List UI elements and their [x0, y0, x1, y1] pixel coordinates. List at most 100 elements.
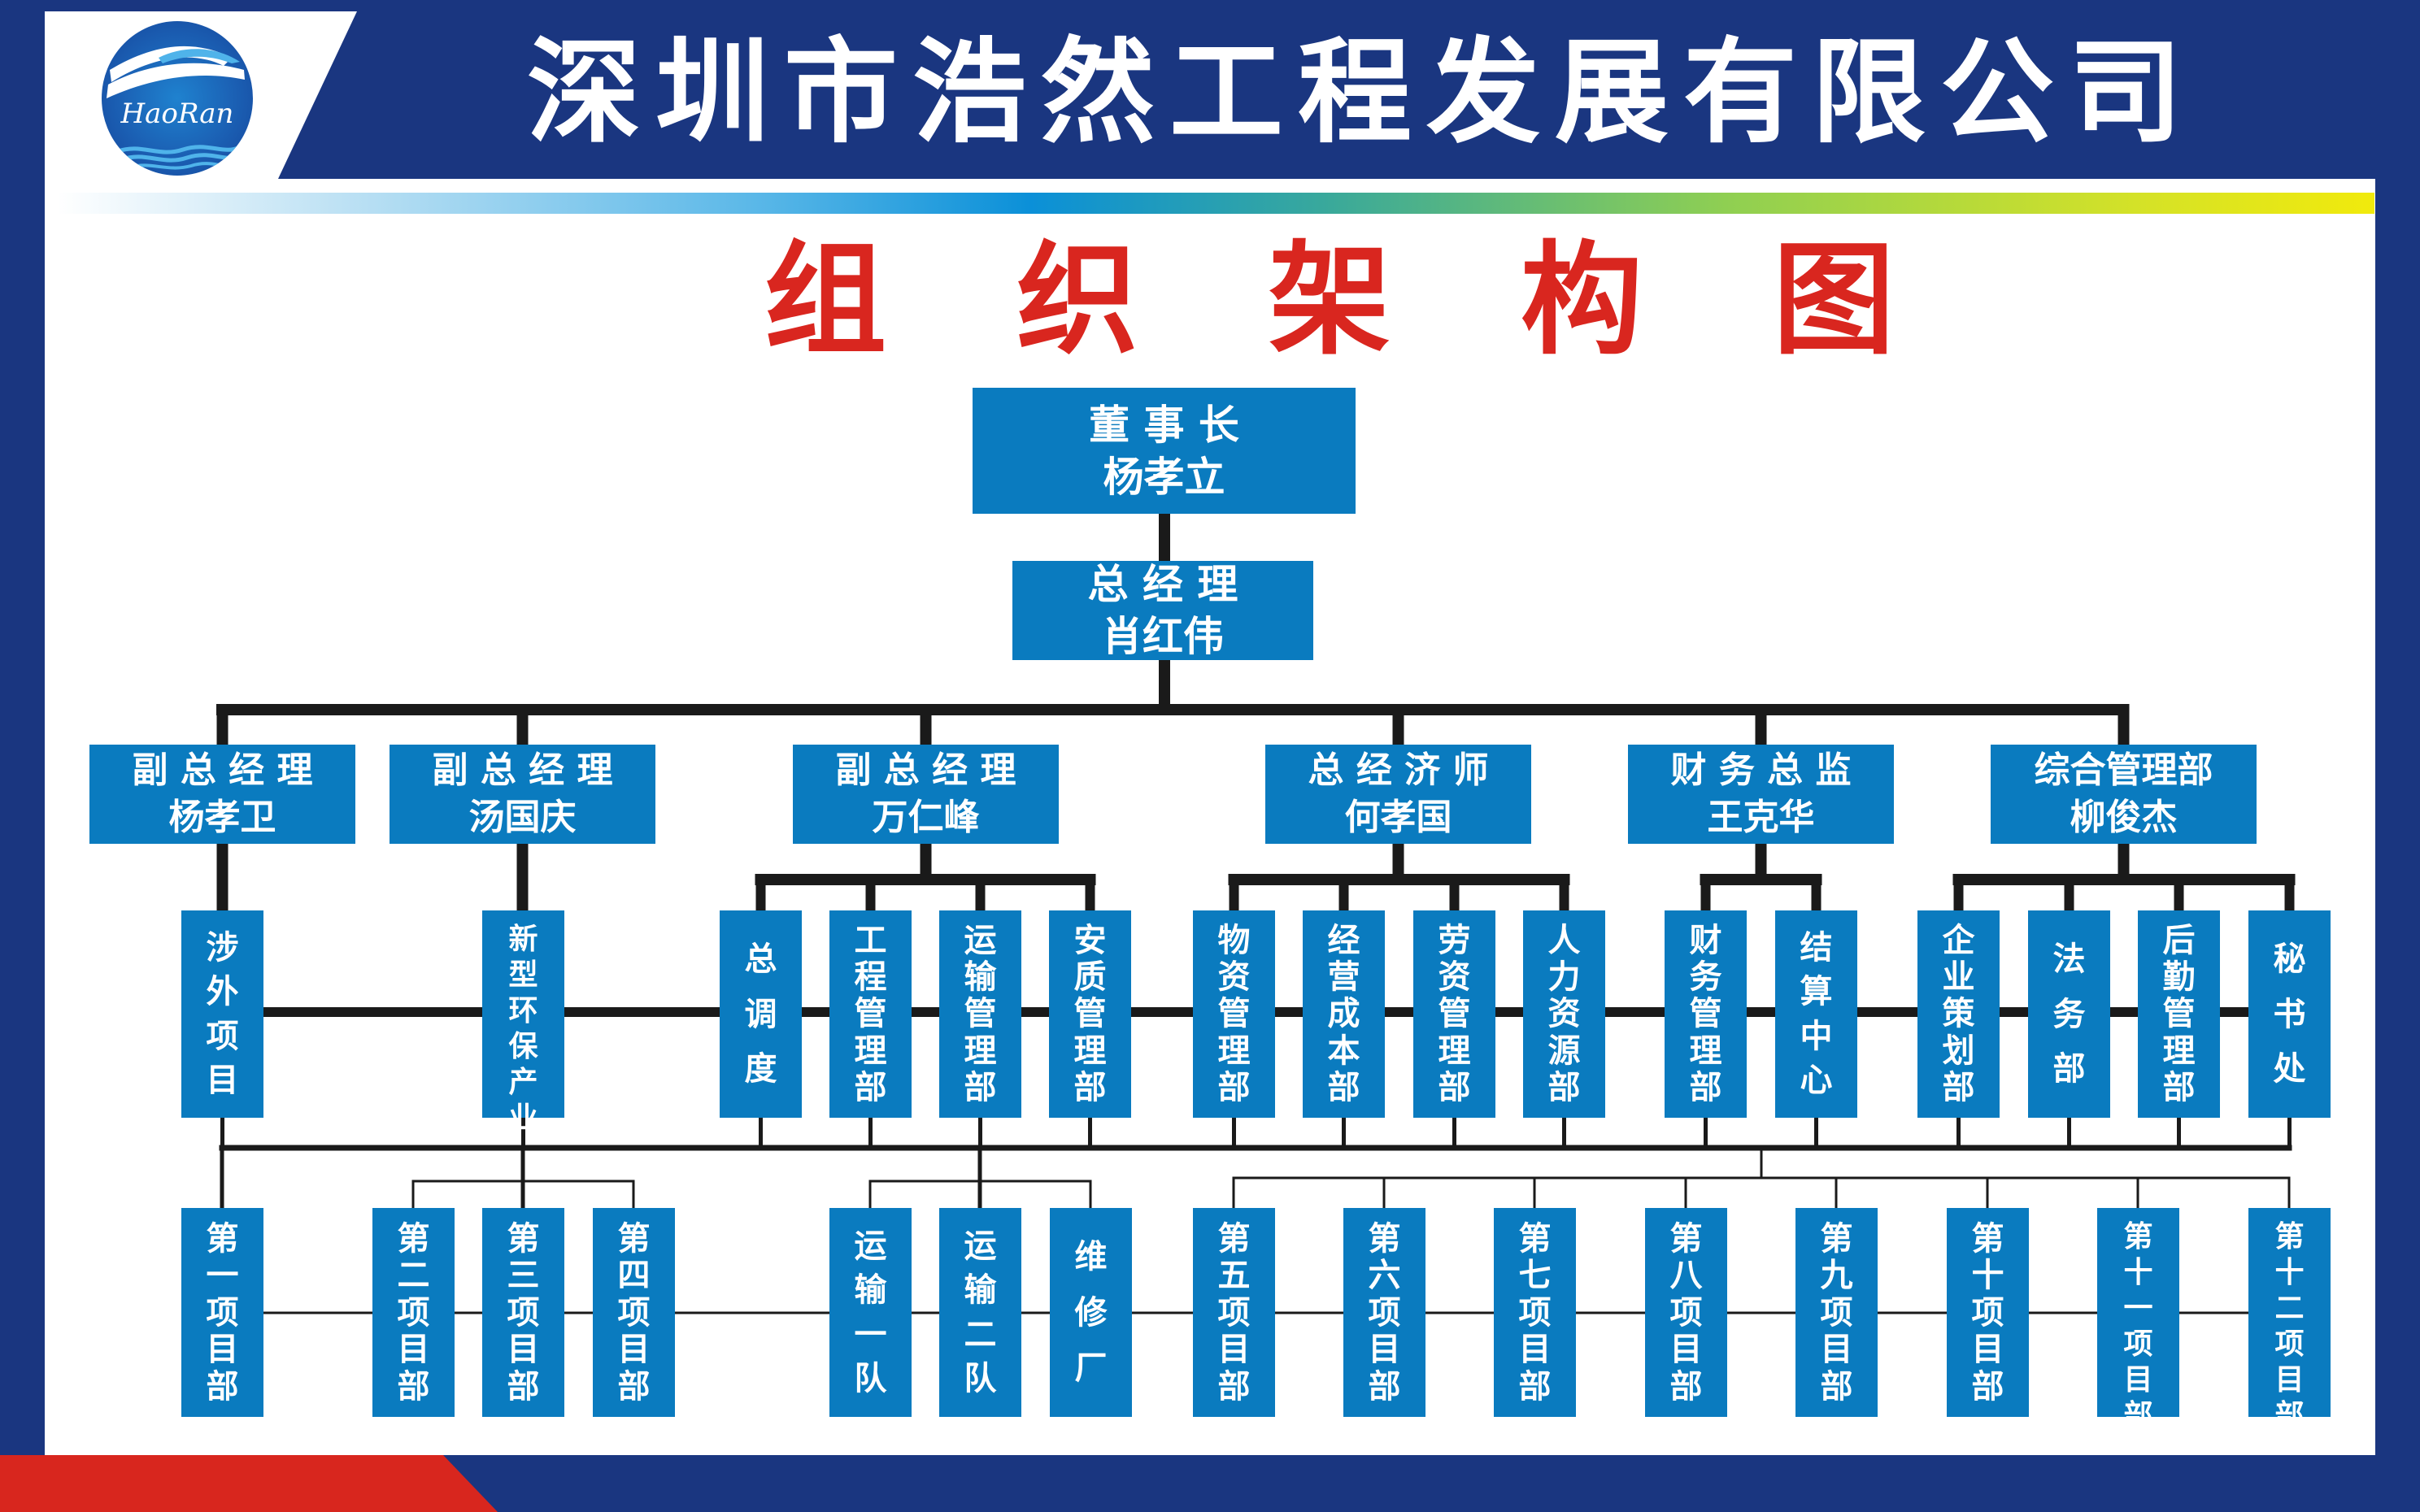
box-char: 资 — [1547, 995, 1581, 1033]
box-char: 涉 — [206, 929, 239, 967]
department-box[interactable]: 后勤管理部 — [2138, 910, 2220, 1118]
box-char: 外 — [206, 973, 239, 1011]
box-char: 人 — [1547, 922, 1581, 960]
department-box[interactable]: 经营成本部 — [1303, 910, 1385, 1118]
box-char: 部 — [1971, 1367, 2004, 1406]
executive-box[interactable]: 财 务 总 监王克华 — [1628, 745, 1894, 844]
unit-box[interactable]: 第九项目部 — [1795, 1208, 1878, 1417]
box-char: 理 — [964, 1032, 997, 1070]
box-char: 二 — [397, 1257, 430, 1294]
unit-box[interactable]: 运输一队 — [829, 1208, 912, 1417]
box-char: 项 — [617, 1293, 651, 1332]
box-char: 企 — [1942, 922, 1975, 960]
box-char: 部 — [964, 1068, 997, 1106]
person-name: 王克华 — [1707, 797, 1815, 838]
box-char: 第 — [507, 1219, 540, 1258]
department-box[interactable]: 人力资源部 — [1523, 910, 1605, 1118]
box-char: 部 — [1217, 1367, 1251, 1406]
department-box[interactable]: 新型环保产业 — [482, 910, 564, 1135]
department-box[interactable]: 劳资管理部 — [1413, 910, 1495, 1118]
unit-box[interactable]: 第十二项目部 — [2248, 1208, 2331, 1432]
box-char: 资 — [1217, 958, 1251, 997]
box-char: 九 — [1820, 1257, 1853, 1294]
executive-box[interactable]: 副 总 经 理汤国庆 — [390, 745, 655, 844]
box-char: 部 — [2274, 1399, 2305, 1432]
unit-box[interactable]: 第三项目部 — [482, 1208, 564, 1417]
department-box[interactable]: 企业策划部 — [1917, 910, 2000, 1118]
department-box[interactable]: 法务部 — [2028, 910, 2110, 1118]
box-char: 目 — [1518, 1331, 1552, 1368]
department-box[interactable]: 总调度 — [720, 910, 802, 1118]
box-char: 输 — [964, 958, 997, 997]
role-title: 财 务 总 监 — [1670, 749, 1852, 791]
department-box[interactable]: 秘书处 — [2248, 910, 2331, 1118]
box-char: 部 — [1368, 1367, 1401, 1406]
box-char: 目 — [2123, 1363, 2153, 1397]
department-box[interactable]: 结算中心 — [1775, 910, 1857, 1118]
chairman-box[interactable]: 董 事 长杨孝立 — [973, 388, 1356, 514]
box-char: 管 — [1073, 995, 1107, 1033]
box-char: 项 — [1217, 1293, 1251, 1332]
box-char: 质 — [1073, 958, 1107, 997]
box-char: 项 — [1669, 1293, 1703, 1332]
bottom-red-accent — [0, 1455, 498, 1512]
box-char: 一 — [2123, 1292, 2153, 1325]
executive-box[interactable]: 副 总 经 理万仁峰 — [793, 745, 1059, 844]
executive-box[interactable]: 总 经 济 师何孝国 — [1265, 745, 1531, 844]
department-box[interactable]: 涉外项目 — [181, 910, 263, 1118]
box-char: 运 — [964, 922, 997, 960]
unit-box[interactable]: 运输二队 — [939, 1208, 1021, 1417]
box-char: 算 — [1800, 973, 1833, 1011]
box-char: 营 — [1327, 958, 1360, 997]
unit-box[interactable]: 第五项目部 — [1193, 1208, 1275, 1417]
box-char: 目 — [1669, 1331, 1703, 1368]
box-char: 资 — [1438, 958, 1471, 997]
box-char: 部 — [507, 1367, 540, 1406]
box-char: 物 — [1217, 922, 1251, 960]
department-box[interactable]: 运输管理部 — [939, 910, 1021, 1118]
executive-box[interactable]: 综合管理部柳俊杰 — [1991, 745, 2257, 844]
department-box[interactable]: 物资管理部 — [1193, 910, 1275, 1118]
role-title: 董 事 长 — [1089, 401, 1239, 449]
box-char: 部 — [1547, 1068, 1581, 1106]
box-char: 第 — [2123, 1220, 2153, 1253]
unit-box[interactable]: 第十一项目部 — [2097, 1208, 2179, 1432]
box-char: 部 — [1942, 1068, 1975, 1106]
box-char: 源 — [1547, 1032, 1581, 1070]
box-char: 项 — [1971, 1293, 2004, 1332]
box-char: 输 — [964, 1271, 997, 1310]
box-char: 书 — [2273, 995, 2306, 1033]
wave-icon — [107, 46, 245, 170]
person-name: 杨孝立 — [1103, 453, 1225, 501]
box-char: 部 — [1518, 1367, 1552, 1406]
unit-box[interactable]: 第六项目部 — [1343, 1208, 1425, 1417]
box-char: 维 — [1074, 1238, 1108, 1276]
unit-box[interactable]: 第十项目部 — [1947, 1208, 2029, 1417]
box-char: 本 — [1327, 1032, 1360, 1070]
department-box[interactable]: 安质管理部 — [1049, 910, 1131, 1118]
box-char: 财 — [1689, 922, 1722, 960]
company-name: 深圳市浩然工程发展有限公司 — [526, 27, 2197, 159]
general-manager-box[interactable]: 总 经 理肖红伟 — [1012, 561, 1313, 660]
box-char: 四 — [617, 1257, 651, 1294]
gradient-stripe — [57, 193, 2374, 214]
box-char: 管 — [854, 995, 887, 1033]
box-char: 部 — [854, 1068, 887, 1106]
unit-box[interactable]: 第七项目部 — [1494, 1208, 1576, 1417]
unit-box[interactable]: 维修厂 — [1050, 1208, 1132, 1417]
box-char: 划 — [1942, 1032, 1975, 1070]
department-box[interactable]: 财务管理部 — [1665, 910, 1747, 1118]
box-char: 结 — [1800, 929, 1833, 967]
box-char: 管 — [964, 995, 997, 1033]
person-name: 万仁峰 — [872, 797, 980, 838]
role-title: 总 经 理 — [1087, 561, 1238, 608]
box-char: 部 — [2123, 1399, 2153, 1432]
unit-box[interactable]: 第二项目部 — [372, 1208, 455, 1417]
box-char: 法 — [2052, 940, 2086, 978]
department-box[interactable]: 工程管理部 — [829, 910, 912, 1118]
unit-box[interactable]: 第一项目部 — [181, 1208, 263, 1417]
unit-box[interactable]: 第四项目部 — [593, 1208, 675, 1417]
box-char: 部 — [617, 1367, 651, 1406]
unit-box[interactable]: 第八项目部 — [1645, 1208, 1727, 1417]
executive-box[interactable]: 副 总 经 理杨孝卫 — [89, 745, 355, 844]
